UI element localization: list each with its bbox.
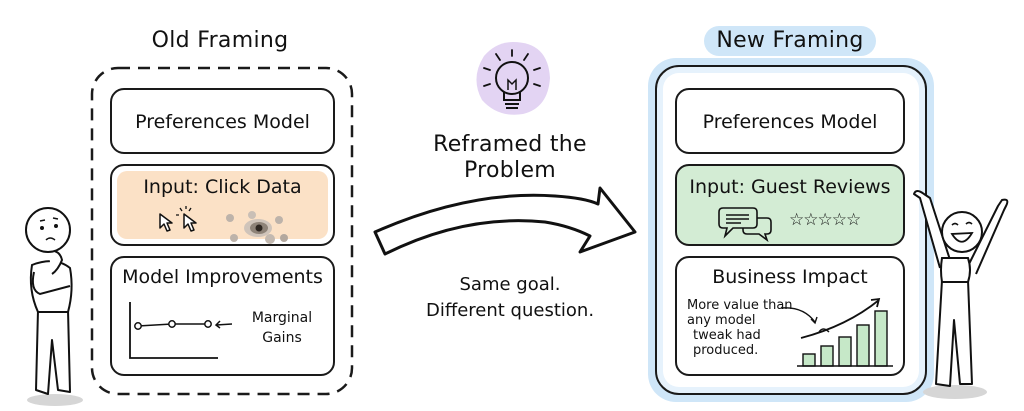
note-line: tweak had	[693, 328, 761, 343]
cursor-icon	[159, 213, 173, 232]
note-line: More value than	[687, 298, 793, 313]
new-framing-title: New Framing	[716, 28, 864, 53]
annotation-line: Marginal	[251, 310, 313, 326]
old-framing-title: Old Framing	[151, 28, 289, 53]
caption-line: Same goal.	[459, 274, 561, 295]
chart-point	[204, 320, 212, 328]
new-input-label: Input: Guest Reviews	[689, 176, 891, 198]
new-input-card: Input: Guest Reviews ☆☆☆☆☆	[675, 164, 905, 246]
business-impact-note: More value than any model tweak had prod…	[687, 298, 793, 358]
old-input-card: Input: Click Data	[110, 164, 335, 246]
chart-bar	[802, 353, 816, 367]
annotation-line: Gains	[262, 330, 302, 346]
new-preferences-model-card: Preferences Model	[675, 88, 905, 154]
lightbulb-icon	[476, 42, 550, 115]
reframed-heading-line: Problem	[463, 158, 557, 183]
chart-bar	[874, 310, 888, 367]
note-line: produced.	[693, 343, 759, 358]
click-cursor-icon	[176, 206, 197, 232]
growth-bar-chart	[780, 297, 893, 367]
model-improvements-label: Model Improvements	[122, 266, 323, 288]
caption-line: Different question.	[425, 300, 595, 321]
chart-bar	[838, 336, 852, 367]
old-input-label: Input: Click Data	[143, 176, 302, 198]
heatmap-icon	[226, 211, 288, 244]
reframed-heading-line: Reframed the	[433, 132, 587, 157]
reframed-heading: Reframed the Problem	[400, 132, 620, 184]
business-impact-label: Business Impact	[712, 266, 868, 288]
note-line: any model	[687, 313, 756, 328]
business-impact-card: Business Impact More value than any mode…	[675, 256, 905, 376]
old-preferences-model-card: Preferences Model	[110, 88, 335, 154]
marginal-gains-chart	[129, 302, 233, 359]
old-input-highlight	[117, 171, 328, 239]
old-preferences-model-label: Preferences Model	[135, 111, 310, 133]
center-caption: Same goal. Different question.	[400, 272, 620, 324]
old-model-improvements-card: Model Improvements Marginal Gains	[110, 256, 335, 376]
chart-bar	[856, 324, 870, 367]
new-framing-title-pill	[704, 26, 876, 56]
chart-bar	[820, 345, 834, 367]
thinking-person-icon	[25, 207, 83, 406]
chat-bubbles-icon	[718, 207, 772, 243]
new-preferences-model-label: Preferences Model	[702, 111, 878, 133]
chart-point	[134, 322, 142, 330]
star-rating: ☆☆☆☆☆	[789, 210, 861, 230]
celebrating-person-icon	[913, 190, 1009, 399]
marginal-gains-annotation: Marginal Gains	[242, 310, 322, 346]
chart-point	[168, 320, 176, 328]
